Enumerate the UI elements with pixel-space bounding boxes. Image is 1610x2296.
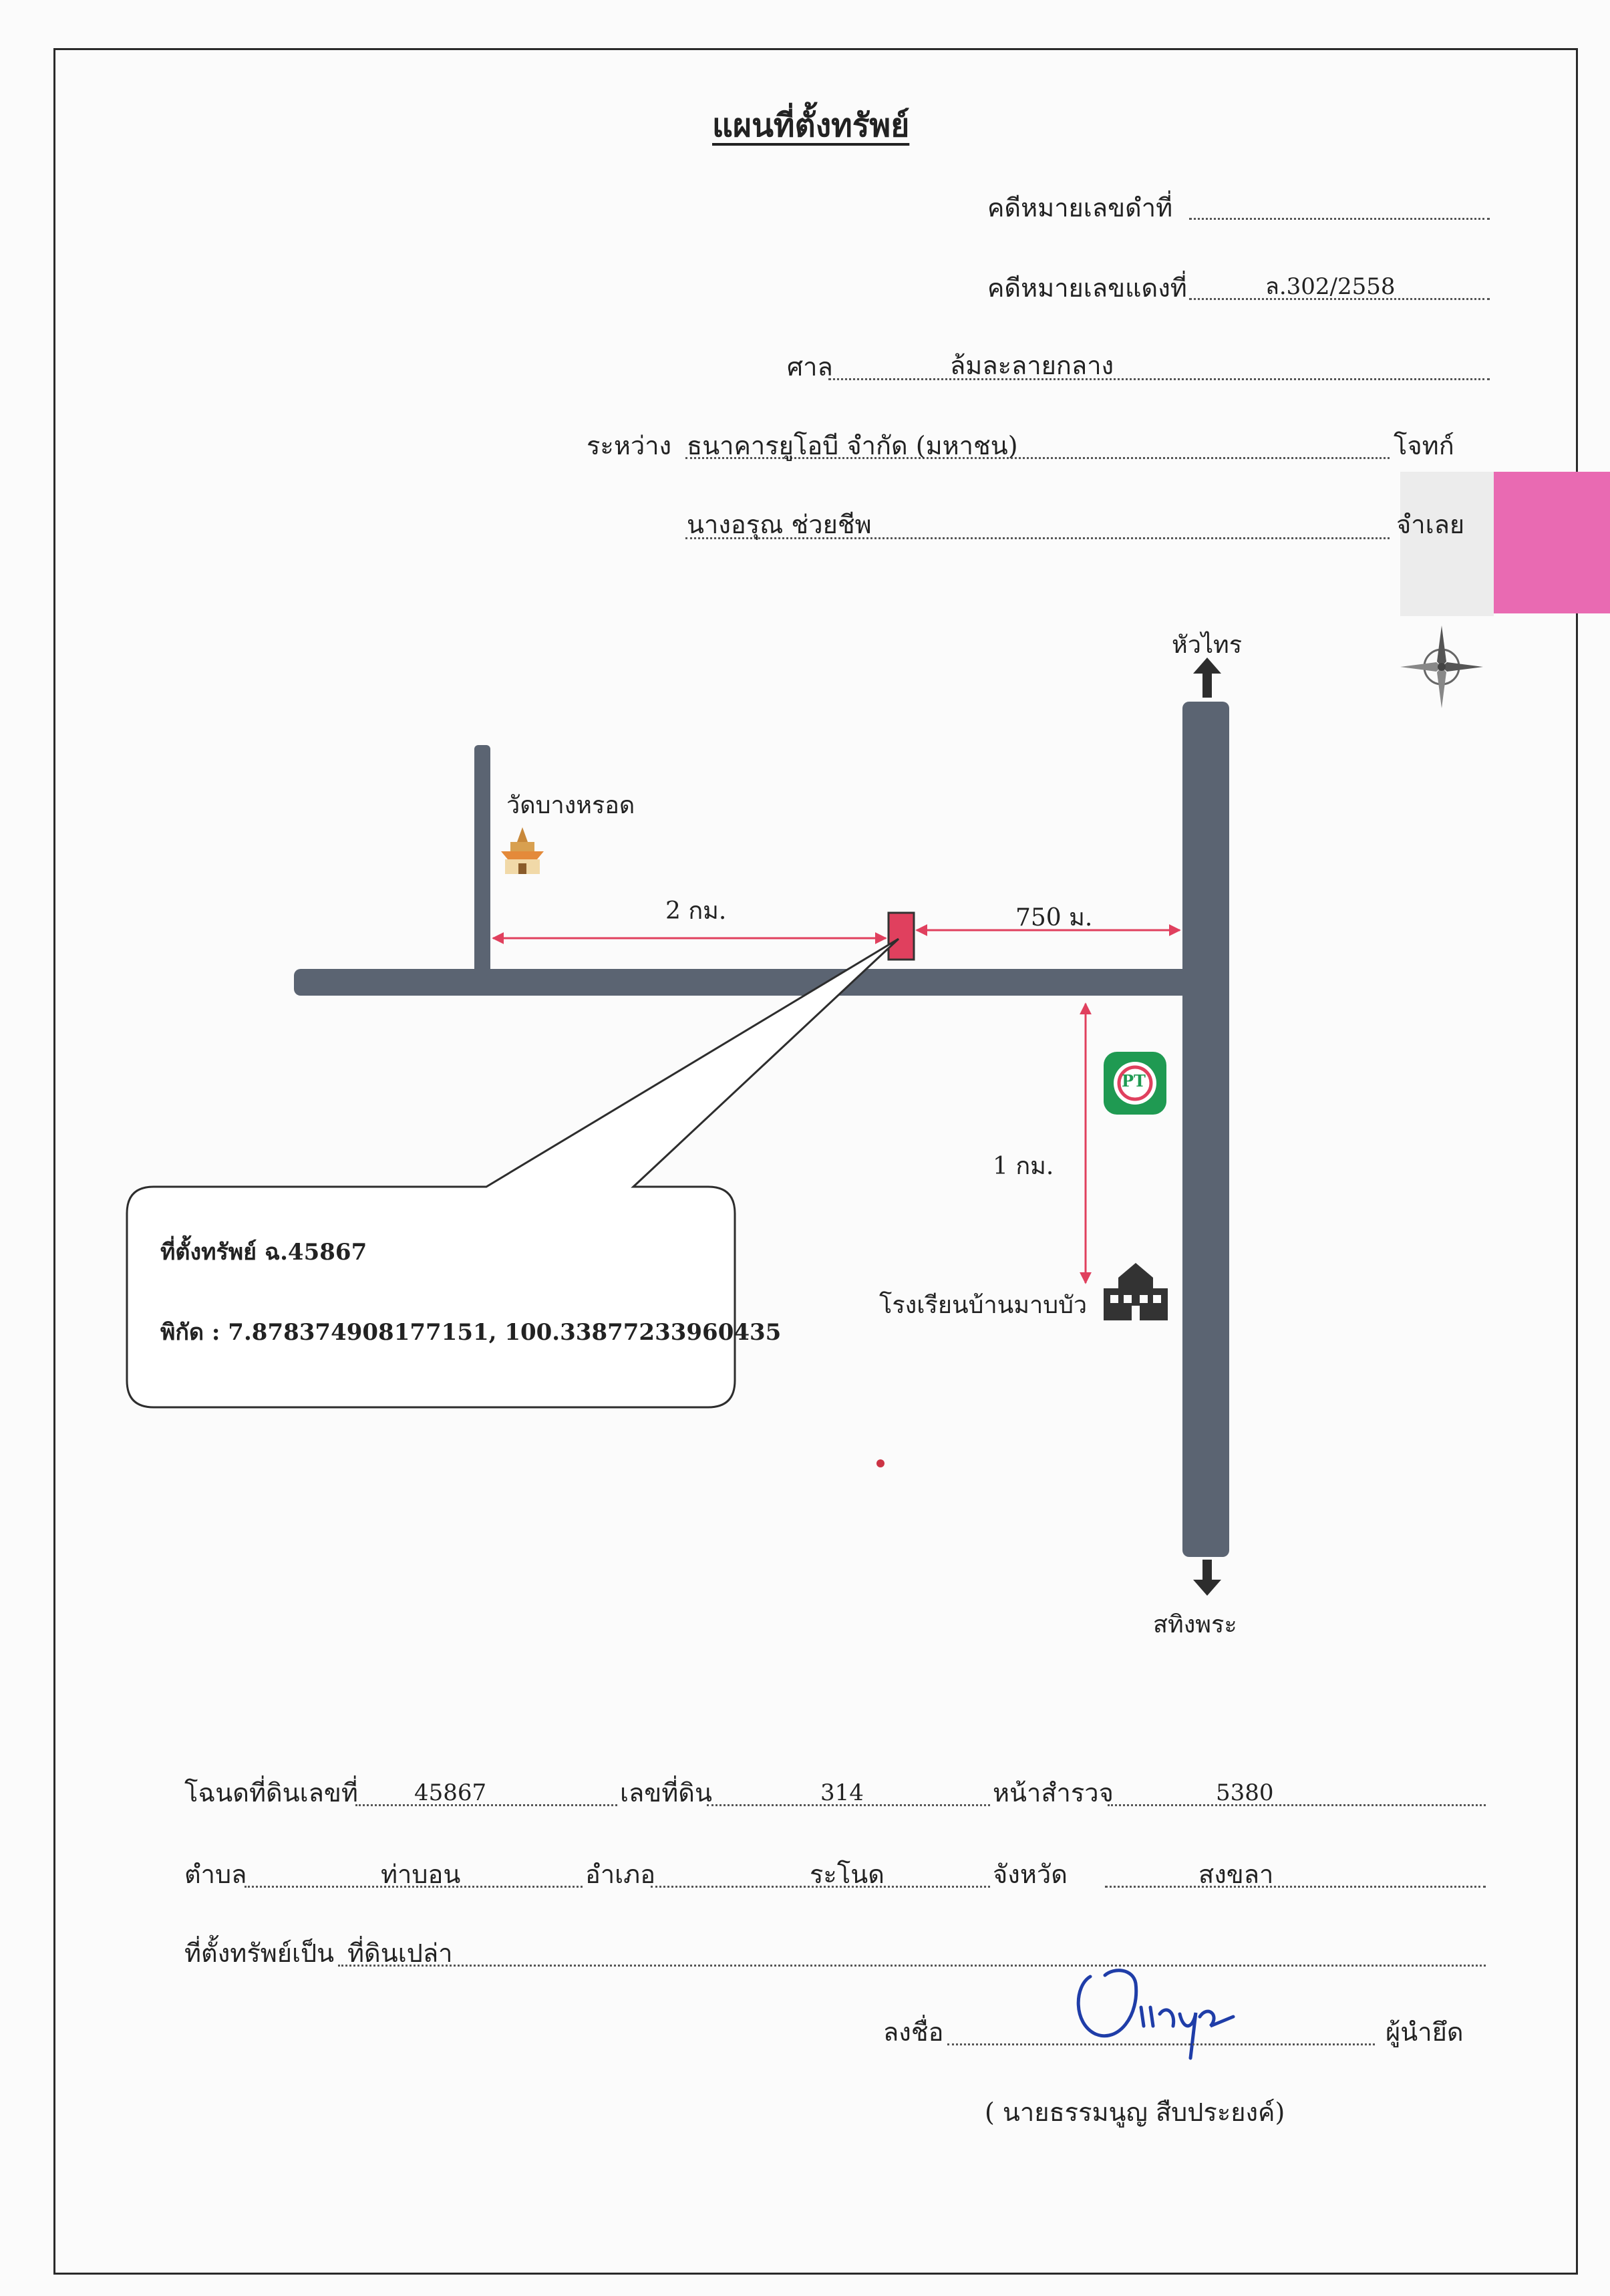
- district-line: [651, 1886, 990, 1888]
- temple-icon: [501, 827, 544, 874]
- school-icon: [1104, 1263, 1168, 1320]
- lot-number-label: เลขที่ดิน: [620, 1778, 712, 1808]
- lot-number-line: [707, 1804, 990, 1806]
- between-label: ระหว่าง: [587, 431, 672, 460]
- side-road-temple: [474, 745, 490, 976]
- defendant-value: นางอรุณ ช่วยชีพ: [687, 510, 872, 539]
- north-destination-label: หัวไทร: [1172, 631, 1243, 659]
- temple-label: วัดบางหรอด: [506, 792, 635, 819]
- property-type-line: [338, 1965, 1486, 1967]
- court-value: ล้มละลายกลาง: [950, 351, 1114, 380]
- south-destination-label: สทิงพระ: [1153, 1611, 1237, 1638]
- gas-station-icon: [1104, 1052, 1166, 1115]
- callout-bubble: [126, 938, 900, 1409]
- callout-coordinates-text: พิกัด : 7.878374908177151, 100.338772339…: [160, 1319, 782, 1346]
- red-case-line: [1189, 298, 1490, 300]
- sticky-note-tab: [1494, 472, 1610, 613]
- property-type-value: ที่ดินเปล่า: [347, 1939, 453, 1968]
- page-title: แผนที่ตั้งทรัพย์: [712, 107, 910, 144]
- deed-number-line: [355, 1804, 617, 1806]
- distance-west-label: 2 กม.: [665, 897, 727, 925]
- south-arrow-icon: [1193, 1560, 1221, 1596]
- property-marker: [887, 911, 915, 961]
- property-type-label: ที่ตั้งทรัพย์เป็น: [184, 1939, 335, 1968]
- signature-scribble: [1076, 1969, 1235, 2060]
- main-road-vertical: [1182, 702, 1229, 1557]
- road-horizontal: [294, 969, 1229, 996]
- sticky-note-shadow: [1400, 472, 1494, 616]
- survey-page-label: หน้าสำรวจ: [993, 1778, 1114, 1808]
- black-case-line: [1189, 218, 1490, 220]
- red-case-value: ล.302/2558: [1265, 273, 1396, 300]
- callout-deed-text: ที่ตั้งทรัพย์ ฉ.45867: [160, 1239, 367, 1266]
- subdistrict-line: [245, 1886, 583, 1888]
- ink-dot: [876, 1459, 884, 1467]
- distance-south-label: 1 กม.: [993, 1153, 1054, 1180]
- province-value: สงขลา: [1198, 1860, 1274, 1889]
- defendant-label: จำเลย: [1396, 510, 1465, 539]
- page-border: [53, 48, 1578, 2275]
- signature-line: [947, 2043, 1375, 2045]
- plaintiff-label: โจทก์: [1394, 431, 1454, 460]
- court-line: [828, 378, 1490, 380]
- province-label: จังหวัด: [993, 1860, 1068, 1889]
- court-label: ศาล: [787, 352, 833, 382]
- black-case-label: คดีหมายเลขดำที่: [987, 193, 1173, 223]
- plaintiff-line: [685, 457, 1390, 459]
- deed-number-value: 45867: [414, 1779, 487, 1806]
- plaintiff-value: ธนาคารยูโอบี จำกัด (มหาชน): [687, 431, 1018, 460]
- gas-station-logo-text: PT: [1122, 1071, 1146, 1091]
- lot-number-value: 314: [820, 1779, 864, 1806]
- compass-rose-icon: [1400, 625, 1483, 708]
- district-value: ระโนด: [810, 1860, 884, 1889]
- survey-page-line: [1108, 1804, 1486, 1806]
- deed-number-label: โฉนดที่ดินเลขที่: [184, 1778, 358, 1808]
- province-line: [1105, 1886, 1486, 1888]
- sign-label: ลงชื่อ: [883, 2017, 944, 2047]
- red-case-label: คดีหมายเลขแดงที่: [987, 273, 1187, 303]
- subdistrict-value: ท่าบอน: [381, 1860, 461, 1889]
- subdistrict-label: ตำบล: [184, 1860, 247, 1889]
- signer-name: ( นายธรรมนูญ สืบประยงค์): [985, 2098, 1285, 2127]
- north-arrow-icon: [1193, 658, 1221, 698]
- defendant-line: [685, 537, 1390, 539]
- seizure-leader-label: ผู้นำยึด: [1386, 2017, 1464, 2047]
- distance-east-label: 750 ม.: [1015, 904, 1093, 931]
- district-label: อำเภอ: [585, 1860, 656, 1889]
- school-label: โรงเรียนบ้านมาบบัว: [879, 1292, 1088, 1319]
- survey-page-value: 5380: [1216, 1779, 1274, 1806]
